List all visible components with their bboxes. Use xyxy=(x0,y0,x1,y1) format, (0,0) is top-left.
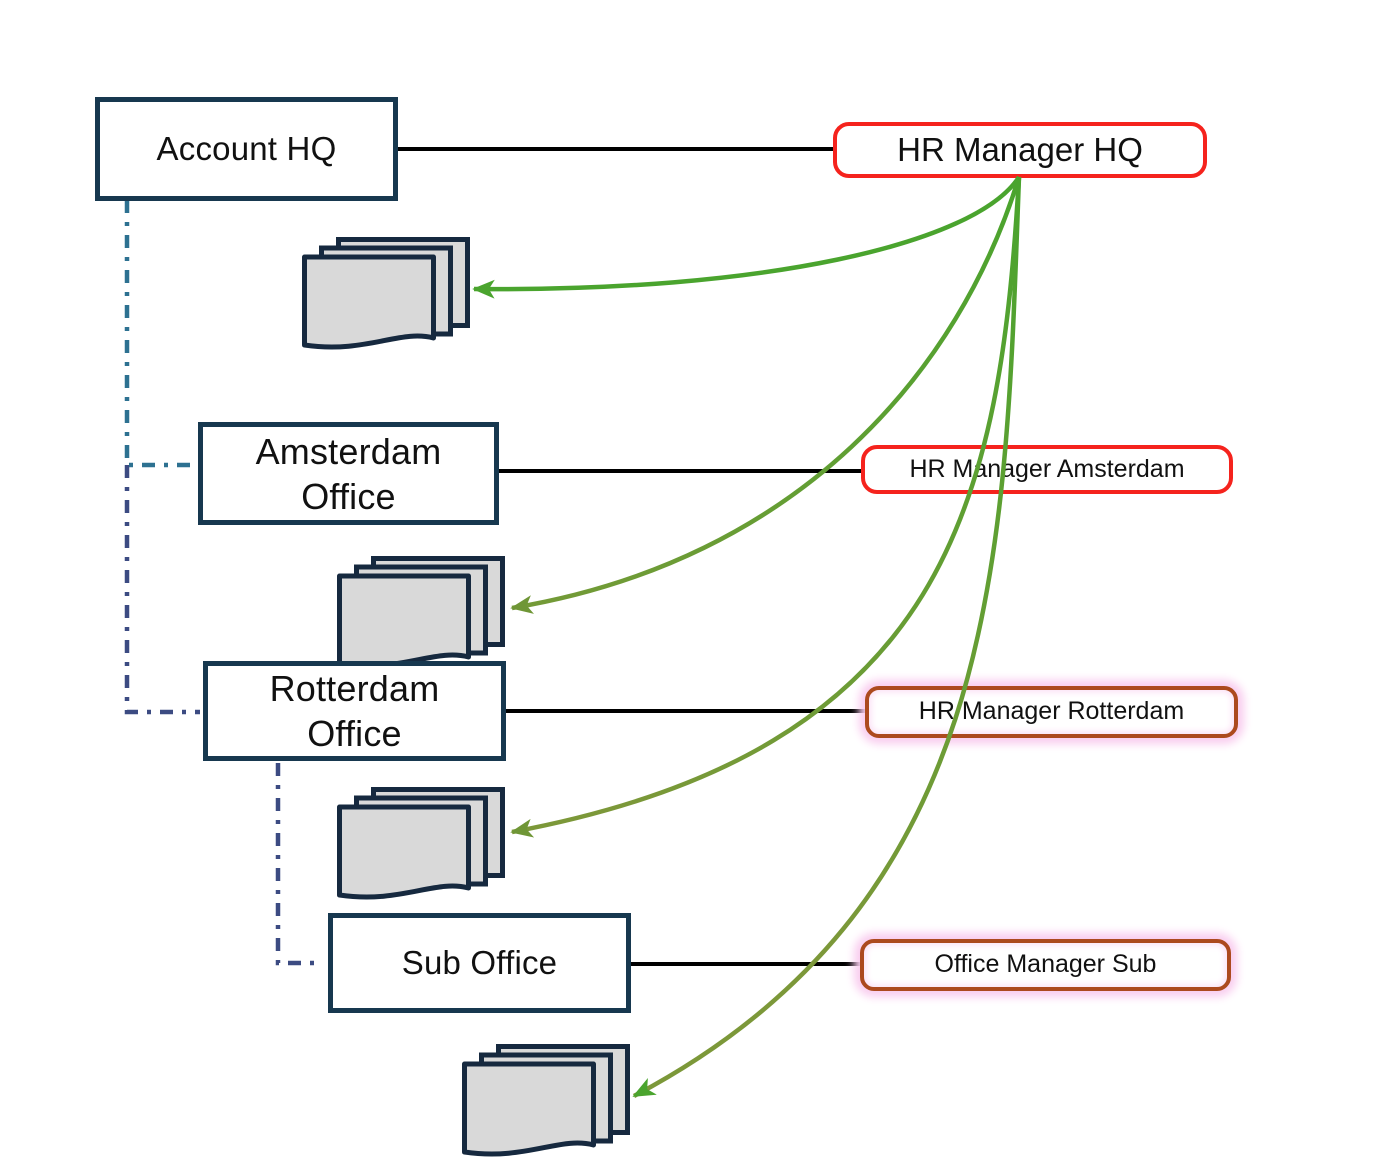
hierarchy-dashed-account-rotterdam xyxy=(124,465,200,715)
hierarchy-dashed-rotterdam-sub xyxy=(275,763,322,966)
documents-stack-rotterdam-icon xyxy=(340,790,503,897)
hierarchy-dashed-account-amsterdam xyxy=(124,200,193,468)
documents-stack-amsterdam-icon xyxy=(340,559,503,666)
documents-stack-account-hq-icon xyxy=(305,240,468,347)
documents-stack-sub-office-icon xyxy=(465,1047,628,1154)
